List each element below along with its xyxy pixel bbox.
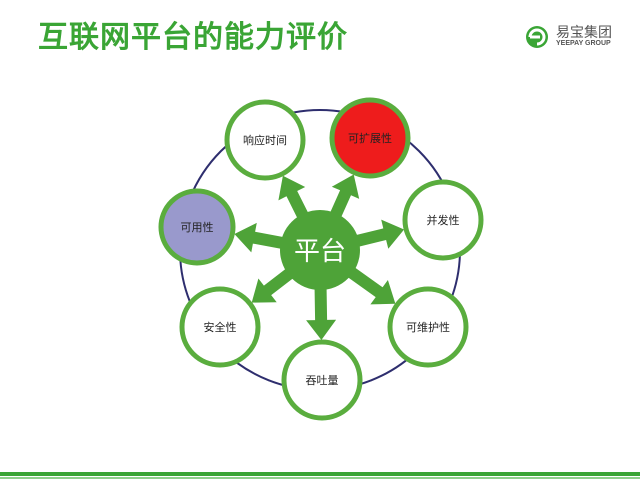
arrow-3 [344, 264, 396, 305]
arrow-0 [278, 175, 311, 223]
logo-name: 易宝集团 [556, 25, 612, 41]
node-label-5: 安全性 [204, 320, 237, 334]
node-label-3: 可维护性 [406, 320, 450, 334]
node-circle-2 [402, 179, 484, 261]
arrow-1 [328, 174, 360, 222]
node-circle-1 [329, 97, 411, 179]
page-title: 互联网平台的能力评价 [38, 20, 348, 55]
node-circle-3 [387, 286, 469, 368]
logo-english-name: YEEPAY GROUP [556, 40, 611, 47]
node-label-4: 吞吐量 [306, 374, 339, 387]
node-circle-6 [158, 188, 236, 266]
node-circle-0 [224, 99, 306, 181]
footer-line [0, 472, 640, 476]
arrows-group [234, 174, 405, 340]
arrow-5 [251, 266, 297, 303]
node-label-2: 并发性 [427, 213, 460, 227]
node-circle-5 [179, 286, 261, 368]
center-node [280, 210, 360, 290]
arrow-6 [234, 222, 288, 253]
arrow-4 [306, 283, 337, 340]
yeepay-logo-icon [526, 26, 548, 48]
node-label-0: 响应时间 [243, 133, 287, 147]
footer-line-light [0, 477, 640, 479]
center-label: 平台 [294, 237, 346, 267]
node-circle-4 [281, 339, 363, 421]
node-label-6: 可用性 [181, 220, 214, 234]
node-label-1: 可扩展性 [348, 131, 392, 145]
arrow-2 [351, 219, 405, 249]
